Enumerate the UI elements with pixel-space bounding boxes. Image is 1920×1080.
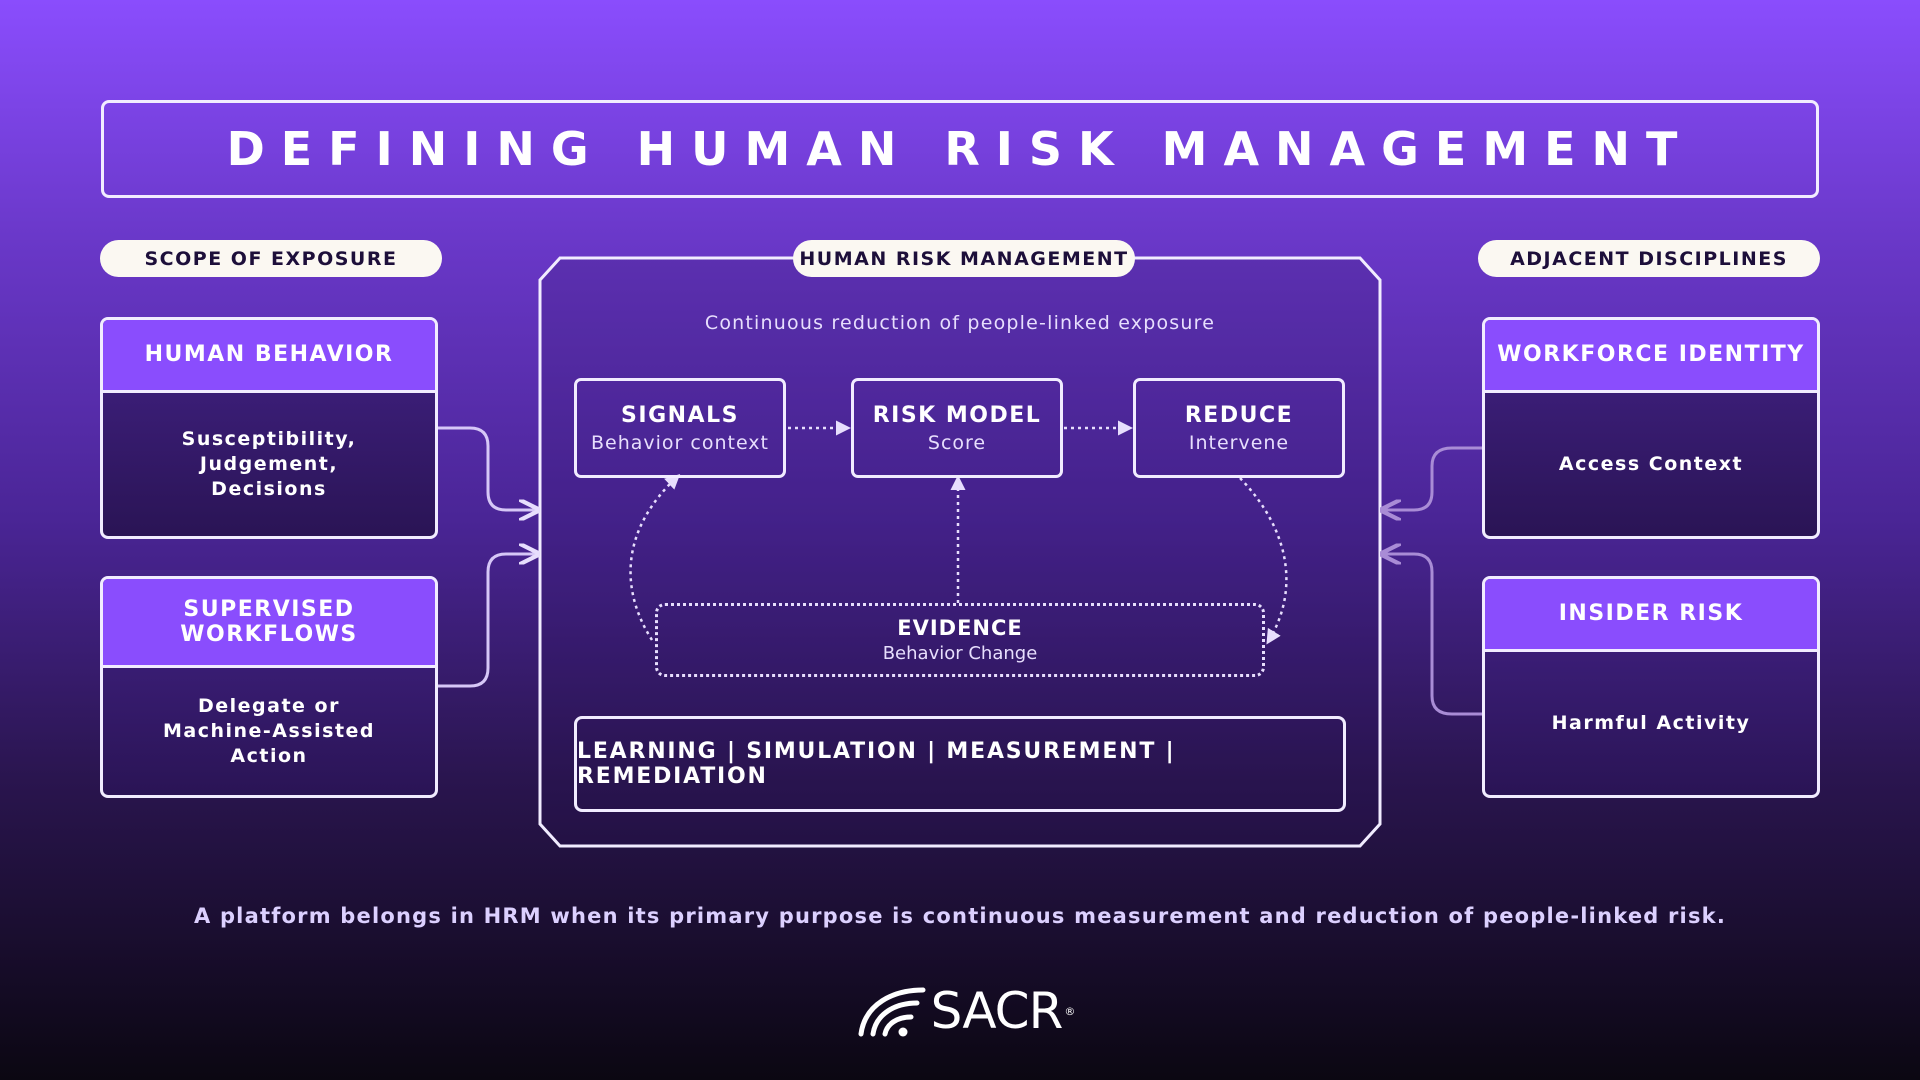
supervised-workflows-card: SUPERVISED WORKFLOWS Delegate or Machine… <box>100 576 438 798</box>
insider-risk-title: INSIDER RISK <box>1485 579 1817 652</box>
connector-workforce-identity <box>1384 446 1482 510</box>
insider-risk-body: Harmful Activity <box>1551 712 1751 735</box>
capabilities-bar: LEARNING | SIMULATION | MEASUREMENT | RE… <box>574 716 1346 812</box>
connector-supervised-workflows <box>438 554 536 688</box>
scope-of-exposure-header: SCOPE OF EXPOSURE <box>100 240 442 277</box>
evidence-box: EVIDENCE Behavior Change <box>655 603 1265 677</box>
workforce-identity-body: Access Context <box>1558 453 1744 476</box>
registered-mark: ® <box>1064 1004 1076 1018</box>
human-behavior-title: HUMAN BEHAVIOR <box>103 320 435 393</box>
reduce-sub: Intervene <box>1188 431 1290 454</box>
human-behavior-body: Susceptibility, Judgement, Decisions <box>181 428 357 500</box>
workforce-identity-card: WORKFORCE IDENTITY Access Context <box>1482 317 1820 539</box>
risk-model-title: RISK MODEL <box>872 402 1042 428</box>
evidence-sub: Behavior Change <box>882 643 1038 664</box>
supervised-workflows-body: Delegate or Machine-Assisted Action <box>162 695 376 767</box>
adjacent-disciplines-header: ADJACENT DISCIPLINES <box>1478 240 1820 277</box>
insider-risk-card: INSIDER RISK Harmful Activity <box>1482 576 1820 798</box>
supervised-workflows-title: SUPERVISED WORKFLOWS <box>103 579 435 668</box>
reduce-title: REDUCE <box>1184 402 1294 428</box>
workforce-identity-title: WORKFORCE IDENTITY <box>1485 320 1817 393</box>
signals-sub: Behavior context <box>590 431 770 454</box>
hrm-subtitle: Continuous reduction of people-linked ex… <box>704 312 1216 334</box>
logo-wordmark: SACR <box>930 982 1064 1040</box>
risk-model-step: RISK MODEL Score <box>851 378 1063 478</box>
reduce-step: REDUCE Intervene <box>1133 378 1345 478</box>
wifi-signal-icon <box>858 987 926 1037</box>
hrm-header: HUMAN RISK MANAGEMENT <box>793 240 1135 277</box>
human-behavior-card: HUMAN BEHAVIOR Susceptibility, Judgement… <box>100 317 438 539</box>
evidence-title: EVIDENCE <box>897 616 1023 640</box>
risk-model-sub: Score <box>927 431 987 454</box>
sacr-logo: SACR ® <box>850 982 1080 1040</box>
signals-title: SIGNALS <box>621 402 739 428</box>
connector-human-behavior <box>438 426 536 510</box>
signals-step: SIGNALS Behavior context <box>574 378 786 478</box>
footer-statement: A platform belongs in HRM when its prima… <box>193 904 1727 928</box>
connector-insider-risk <box>1384 554 1482 716</box>
page-title: DEFINING HUMAN RISK MANAGEMENT <box>101 100 1819 198</box>
